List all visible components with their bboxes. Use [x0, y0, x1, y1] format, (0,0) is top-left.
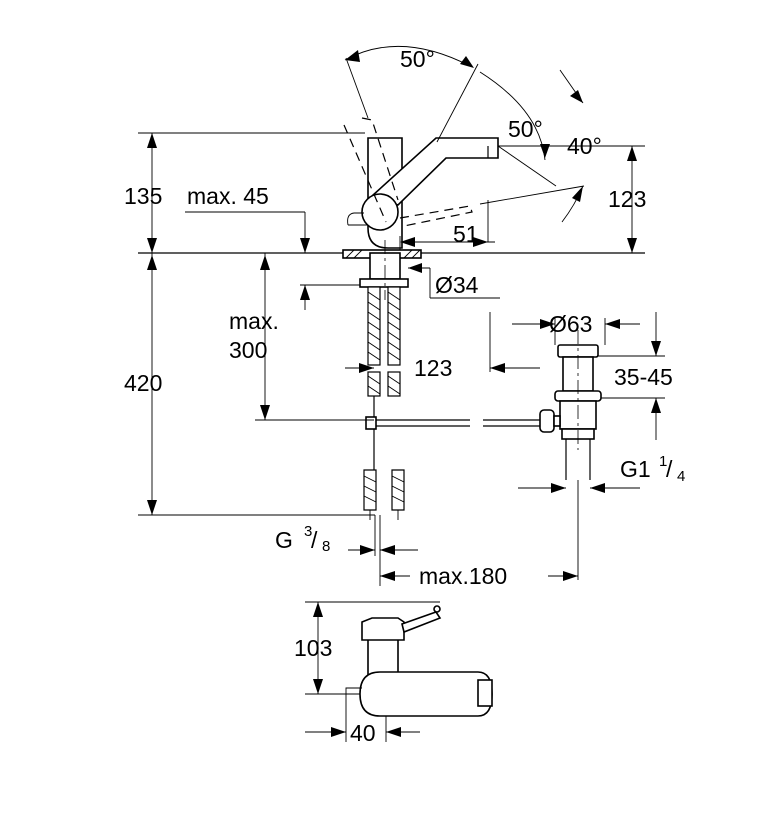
- base-width-label: 40: [350, 720, 376, 746]
- lever-height-label: 103: [294, 635, 332, 661]
- deck-plate: [342, 249, 422, 288]
- angle-spout-label: 50°: [508, 116, 543, 142]
- max-deck-label: max. 45: [187, 183, 269, 209]
- supply-thread-slash: /: [311, 527, 318, 553]
- supply-thread-base: G: [275, 527, 293, 553]
- waste-thread-slash: /: [666, 456, 673, 482]
- waste-thread-num: 1: [659, 453, 667, 470]
- angle-lever-label: 50°: [400, 46, 435, 72]
- waste-thread-label: G1 1 / 4: [620, 453, 685, 485]
- supply-hoses: [363, 286, 405, 520]
- supply-thread-num: 3: [304, 523, 312, 540]
- height-total-label: 135: [124, 183, 162, 209]
- under-height-label: 420: [124, 370, 162, 396]
- bottom-view: [345, 605, 493, 717]
- popup-rod: [365, 416, 540, 430]
- supply-thread-label: G 3 / 8: [275, 523, 330, 555]
- supply-spacing-label: 123: [414, 355, 452, 381]
- waste-thread-den: 4: [677, 468, 685, 485]
- spout-right-height-label: 123: [608, 186, 646, 212]
- waste-range-label: 35-45: [614, 364, 673, 390]
- angle-tilt-label: 40°: [567, 133, 602, 159]
- center-lines: [384, 240, 579, 450]
- max-label: max.: [229, 308, 279, 334]
- supply-thread-den: 8: [322, 538, 330, 555]
- hole-diameter-label: Ø34: [435, 272, 479, 298]
- faucet-body: [343, 117, 499, 249]
- waste-diameter-label: Ø63: [549, 311, 592, 337]
- waste-assembly: [539, 344, 602, 580]
- waste-thread-base: G1: [620, 456, 651, 482]
- max-reach-label: max.180: [419, 563, 507, 589]
- spout-offset-label: 51: [453, 221, 479, 247]
- dimension-labels: 50° 50° 40° 135 max. 45 123 51 Ø34 max. …: [124, 46, 685, 746]
- dimension-lines: [147, 46, 665, 742]
- max-depth-value-label: 300: [229, 337, 267, 363]
